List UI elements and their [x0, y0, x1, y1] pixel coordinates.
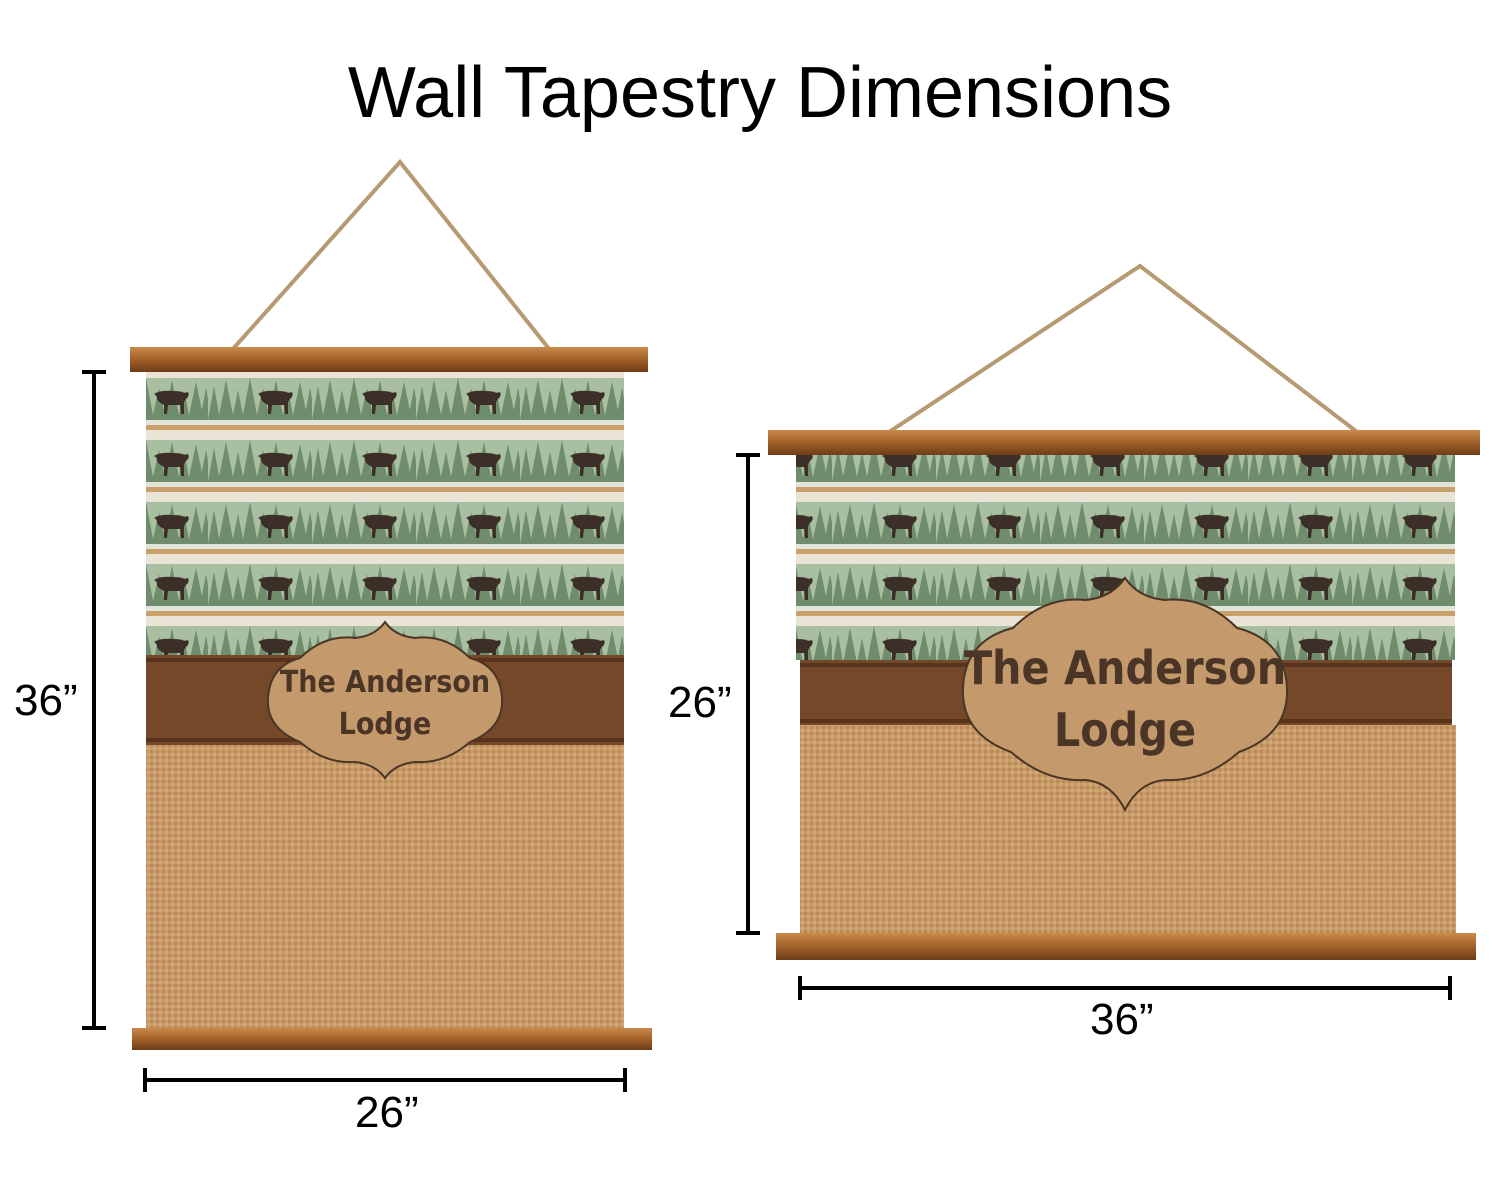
label-line-1: The Anderson: [964, 641, 1286, 695]
top-rod: [768, 430, 1480, 455]
landscape-width-label: 36”: [1090, 995, 1154, 1044]
landscape-height-label: 26”: [668, 678, 732, 727]
hanging-rope: [878, 263, 1367, 440]
landscape-tapestry: The Anderson Lodge: [768, 263, 1480, 960]
portrait-height-label: 36”: [14, 676, 78, 725]
bottom-rod: [776, 933, 1476, 960]
label-line-2: Lodge: [1054, 703, 1196, 757]
page-title: Wall Tapestry Dimensions: [347, 53, 1173, 133]
dimension-lines: [82, 370, 1452, 1092]
portrait-tapestry: The Anderson Lodge: [130, 158, 652, 1050]
label-line-1: The Anderson: [280, 665, 490, 700]
top-rod: [130, 347, 648, 372]
portrait-width-label: 26”: [355, 1088, 419, 1137]
name-label-badge: [961, 576, 1289, 813]
label-line-2: Lodge: [339, 707, 432, 742]
name-label-badge: [266, 620, 504, 780]
bottom-rod: [132, 1028, 652, 1050]
hanging-rope: [230, 158, 552, 352]
